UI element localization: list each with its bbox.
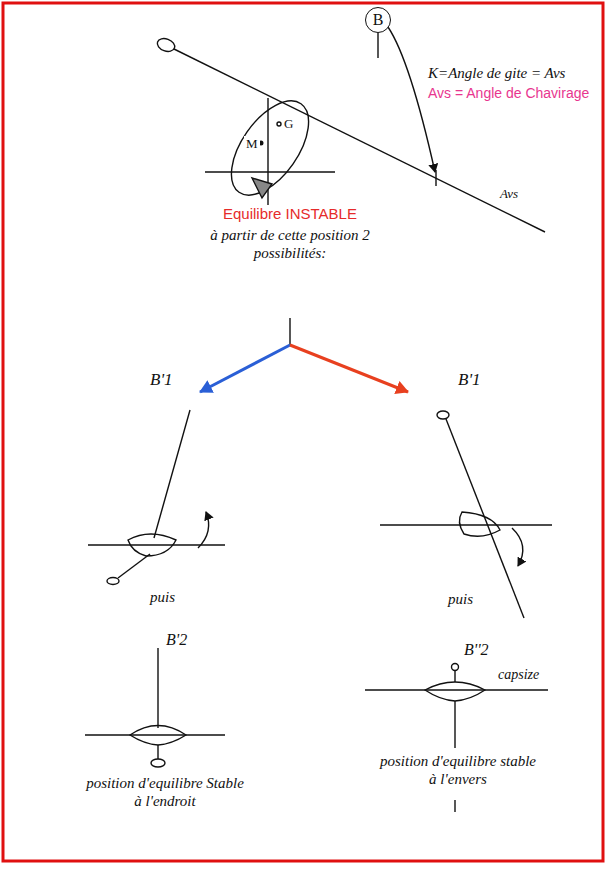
node-letter: B: [373, 11, 384, 29]
label: B'1: [148, 370, 175, 390]
label: M: [244, 136, 260, 152]
label: B''2: [462, 640, 491, 659]
blue-arrow: [200, 345, 290, 392]
righting-boat: [88, 410, 225, 585]
upright-boat: [85, 648, 225, 767]
label: Avs: [498, 186, 520, 202]
label: Equilibre INSTABLE: [221, 205, 359, 223]
red-arrow: [290, 345, 408, 392]
label: puis: [148, 588, 177, 606]
heeled-boat: [155, 27, 545, 232]
label: à partir de cette position 2 possibilité…: [183, 226, 397, 262]
circle-node: B: [365, 7, 391, 33]
label: puis: [446, 590, 475, 608]
label: position d'equilibre Stable à l'endroit: [83, 774, 247, 810]
label: capsize: [496, 667, 541, 684]
label: position d'equilibre stable à l'envers: [376, 752, 540, 788]
label: G: [282, 116, 295, 132]
label: Avs = Angle de Chavirage: [426, 85, 591, 102]
label: K=Angle de gite = Avs: [426, 64, 567, 82]
capsizing-boat: [380, 411, 552, 618]
label: B'1: [456, 370, 483, 390]
inverted-boat: [365, 664, 548, 813]
frame: [3, 3, 603, 861]
label: B'2: [164, 630, 189, 649]
stub-line: [289, 318, 290, 345]
